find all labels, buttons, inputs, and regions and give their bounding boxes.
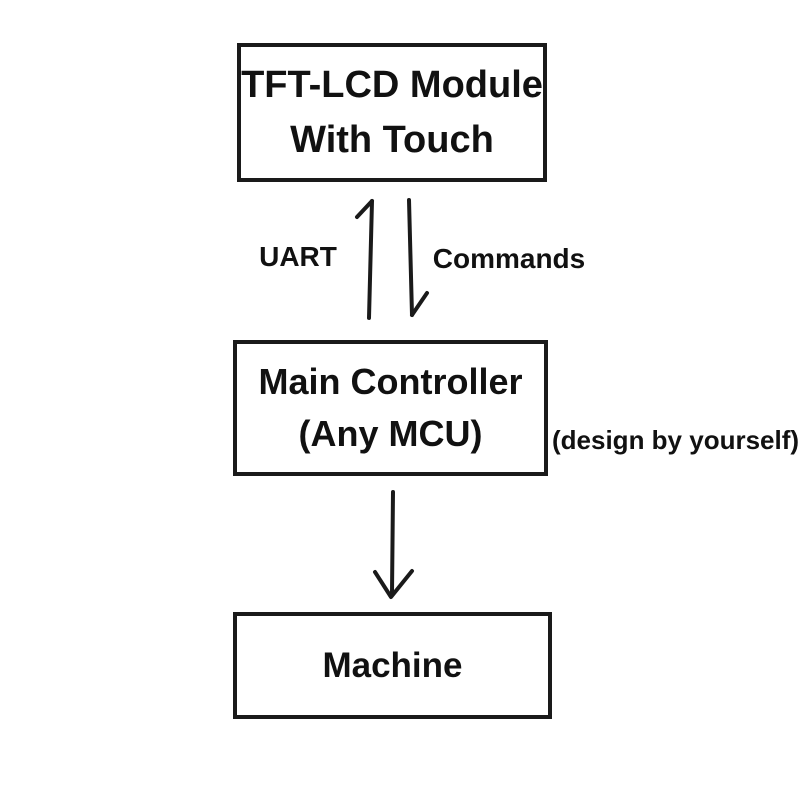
node-tft-lcd-module: TFT-LCD Module With Touch [237,43,547,182]
node-mcu-line1: Main Controller [258,361,523,402]
node-tft-line1: TFT-LCD Module [241,63,543,106]
edge-label-commands: Commands [432,243,586,274]
node-machine-label: Machine [322,645,463,685]
down-arrow-icon [407,198,429,317]
up-arrow-icon [355,199,374,320]
node-mcu-line2: (Any MCU) [298,413,483,454]
edge-label-uart: UART [259,241,337,272]
design-note: (design by yourself) [552,425,800,455]
node-main-controller: Main Controller (Any MCU) [233,340,548,476]
node-machine: Machine [233,612,552,719]
node-tft-line2: With Touch [290,118,494,161]
machine-flow-arrow-icon [373,490,414,599]
